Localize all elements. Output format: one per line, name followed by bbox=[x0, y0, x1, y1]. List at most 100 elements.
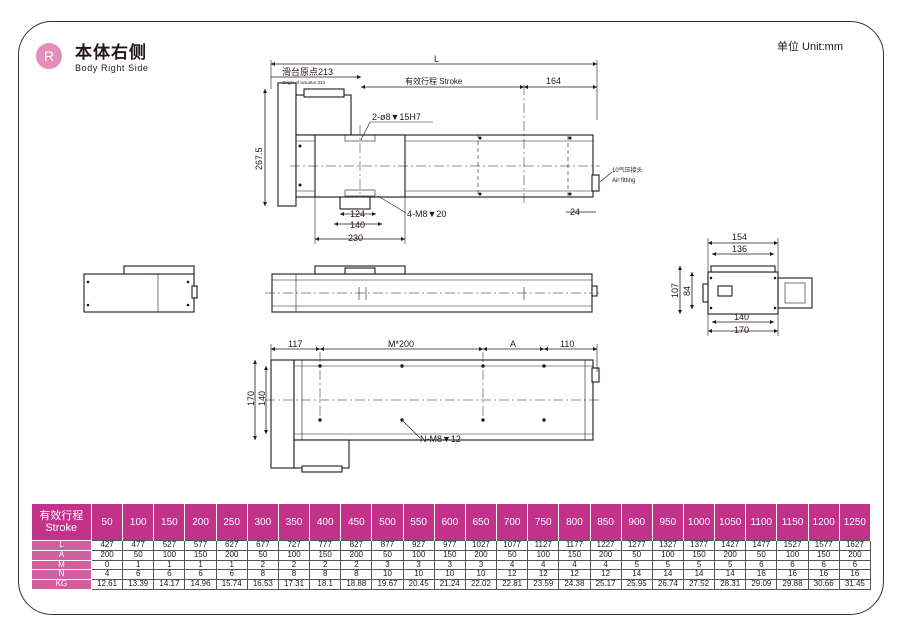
table-cell: 827 bbox=[340, 540, 373, 551]
stroke-header-value: 650 bbox=[465, 504, 498, 541]
table-cell: 18.1 bbox=[309, 579, 342, 590]
table-cell: 1027 bbox=[464, 540, 498, 551]
table-cell: 14.96 bbox=[184, 579, 217, 590]
table-cell: 200 bbox=[340, 549, 373, 561]
technical-drawing: L 滑台原点213 Origin of actuator:213 有效行程 St… bbox=[83, 54, 813, 473]
table-cell: 1077 bbox=[496, 540, 529, 551]
dim-267-5: 267.5 bbox=[254, 147, 264, 170]
table-cell: 100 bbox=[277, 549, 311, 561]
stroke-header-value: 600 bbox=[434, 504, 466, 541]
table-cell: 29.09 bbox=[745, 579, 778, 590]
origin-label-en: Origin of actuator:213 bbox=[282, 80, 326, 85]
table-cell: 24.38 bbox=[558, 579, 591, 590]
hole-label-3: N-M8▼12 bbox=[420, 434, 461, 444]
dim-170: 170 bbox=[734, 325, 749, 335]
table-cell: 677 bbox=[246, 540, 279, 551]
stroke-header-value: 800 bbox=[558, 504, 591, 541]
table-cell: 927 bbox=[402, 540, 435, 551]
table-cell: 50 bbox=[496, 549, 529, 561]
motor-flange bbox=[277, 82, 297, 207]
section-title-zh: 本体右侧 bbox=[75, 43, 147, 63]
dim-140b: 140 bbox=[734, 312, 749, 322]
table-cell: 200 bbox=[215, 549, 248, 561]
table-cell: 100 bbox=[527, 549, 560, 561]
stroke-header-value: 1250 bbox=[839, 504, 872, 541]
table-cell: 15.74 bbox=[215, 579, 248, 590]
table-cell: 427 bbox=[90, 540, 124, 551]
dim-170b: 170 bbox=[246, 391, 256, 406]
table-cell: 26.74 bbox=[651, 579, 684, 590]
dim-117: 117 bbox=[288, 339, 302, 349]
table-cell: 1627 bbox=[838, 540, 872, 551]
top-view: L 滑台原点213 Origin of actuator:213 有效行程 St… bbox=[254, 54, 643, 244]
table-cell: 50 bbox=[122, 549, 155, 561]
dim-110: 110 bbox=[560, 339, 574, 349]
stroke-header-zh: 有效行程 bbox=[39, 510, 84, 522]
stroke-header-value: 550 bbox=[403, 504, 435, 541]
dim-230: 230 bbox=[348, 233, 363, 243]
row-label: KG bbox=[31, 579, 92, 590]
unit-label: 单位 Unit:mm bbox=[777, 41, 843, 53]
stroke-header-value: 350 bbox=[278, 504, 311, 541]
table-cell: 477 bbox=[122, 540, 155, 551]
row-label: L bbox=[31, 540, 92, 551]
stroke-header-value: 1000 bbox=[683, 504, 716, 541]
stroke-header-en: Stroke bbox=[45, 522, 78, 534]
table-cell: 18.88 bbox=[340, 579, 373, 590]
table-cell: 977 bbox=[433, 540, 466, 551]
table-cell: 50 bbox=[371, 549, 404, 561]
stroke-header-value: 850 bbox=[590, 504, 622, 541]
table-cell: 777 bbox=[309, 540, 342, 551]
table-cell: 150 bbox=[309, 549, 342, 561]
right-end-view: 154 136 107 84 140 170 bbox=[670, 232, 813, 336]
hole-label-1: 2-ø8▼15H7 bbox=[372, 112, 421, 122]
table-cell: 100 bbox=[153, 549, 186, 561]
table-cell: 30.66 bbox=[807, 579, 840, 590]
air-fitting-zh: 10气压接头 bbox=[612, 166, 643, 174]
table-cell: 28.31 bbox=[714, 579, 747, 590]
table-cell: 22.81 bbox=[496, 579, 529, 590]
table-cell: 200 bbox=[589, 549, 622, 561]
table-cell: 100 bbox=[776, 549, 809, 561]
table-cell: 200 bbox=[714, 549, 747, 561]
table-cell: 727 bbox=[277, 540, 311, 551]
section-title-en: Body Right Side bbox=[75, 63, 149, 73]
dim-164: 164 bbox=[546, 76, 561, 86]
table-cell: 50 bbox=[246, 549, 279, 561]
left-end-view bbox=[83, 265, 198, 313]
stroke-header-value: 700 bbox=[496, 504, 529, 541]
stroke-header-value: 300 bbox=[247, 504, 279, 541]
table-cell: 25.17 bbox=[589, 579, 622, 590]
stroke-header-value: 200 bbox=[184, 504, 217, 541]
table-cell: 200 bbox=[90, 549, 124, 561]
stroke-header-value: 400 bbox=[309, 504, 342, 541]
table-cell: 1527 bbox=[776, 540, 809, 551]
dim-A: A bbox=[510, 339, 516, 349]
table-cell: 14.17 bbox=[153, 579, 186, 590]
bottom-view: 117 M*200 A 110 170 140 N-M8▼12 bbox=[246, 339, 600, 473]
table-cell: 12.61 bbox=[90, 579, 124, 590]
table-cell: 150 bbox=[682, 549, 716, 561]
table-cell: 22.02 bbox=[464, 579, 498, 590]
table-cell: 1427 bbox=[714, 540, 747, 551]
table-cell: 200 bbox=[838, 549, 872, 561]
table-cell: 527 bbox=[153, 540, 186, 551]
table-cell: 27.52 bbox=[682, 579, 716, 590]
table-cell: 200 bbox=[464, 549, 498, 561]
table-cell: 100 bbox=[402, 549, 435, 561]
table-cell: 1327 bbox=[651, 540, 684, 551]
table-cell: 577 bbox=[184, 540, 217, 551]
table-cell: 17.31 bbox=[277, 579, 311, 590]
stroke-header-value: 1200 bbox=[808, 504, 840, 541]
dim-136: 136 bbox=[732, 244, 747, 254]
table-cell: 16.53 bbox=[246, 579, 279, 590]
hole-label-2: 4-M8▼20 bbox=[407, 209, 446, 219]
dim-140: 140 bbox=[350, 220, 365, 230]
table-cell: 150 bbox=[433, 549, 466, 561]
section-badge: R bbox=[36, 43, 62, 69]
origin-label-zh: 滑台原点213 bbox=[282, 66, 333, 77]
dim-L: L bbox=[434, 54, 439, 64]
dim-140c: 140 bbox=[257, 391, 267, 406]
